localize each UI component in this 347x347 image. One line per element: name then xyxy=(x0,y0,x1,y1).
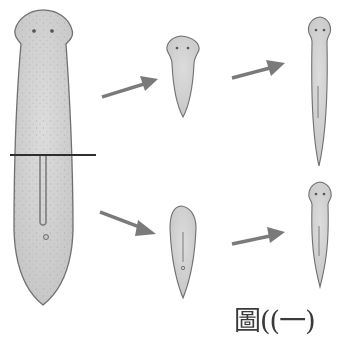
tail-fragment xyxy=(170,206,196,298)
original-right-eye-icon xyxy=(50,29,54,33)
head-fragment xyxy=(167,36,199,117)
arrow-top-1-icon xyxy=(102,76,158,97)
arrow-top-2-icon xyxy=(232,60,285,78)
arrow-bottom-1-icon xyxy=(100,212,156,236)
arrow-bottom-2-icon xyxy=(232,227,285,244)
original-left-eye-icon xyxy=(32,29,36,33)
figure-caption: 圖((一) xyxy=(234,302,342,342)
original-planarian xyxy=(14,10,73,305)
regenerated-worm-bottom xyxy=(309,182,331,287)
regenerated-worm-top xyxy=(308,17,330,166)
